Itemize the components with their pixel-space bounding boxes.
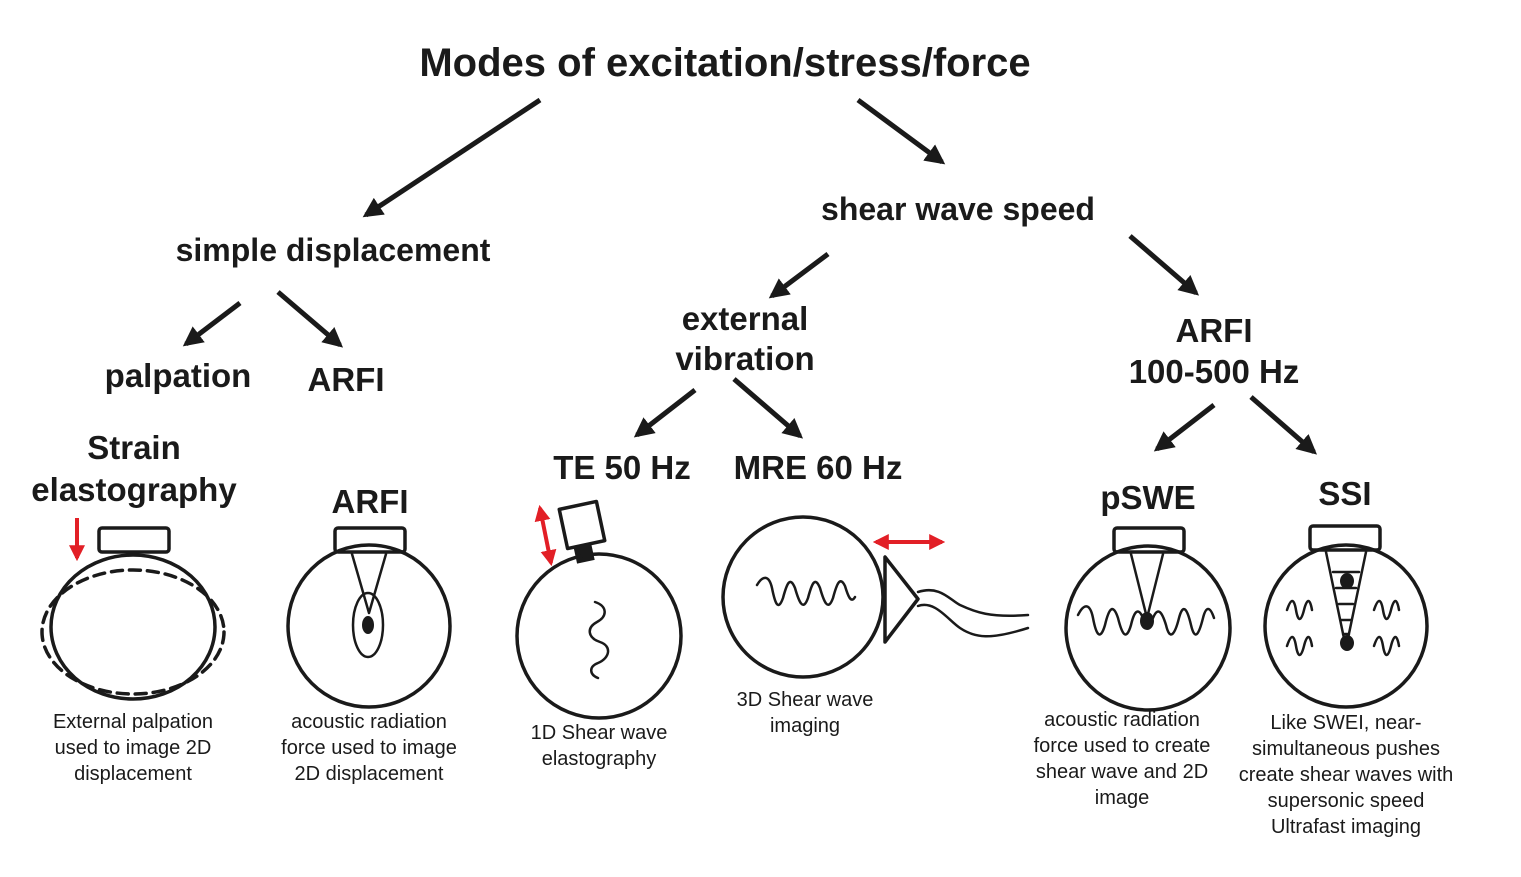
shear-wave-bottom-left xyxy=(1285,635,1314,657)
strain-caption: External palpation used to image 2D disp… xyxy=(53,711,213,785)
caption-line: used to image 2D xyxy=(55,737,212,759)
node-arfi-simple: ARFI xyxy=(308,361,385,398)
pswe-caption: acoustic radiation force used to create … xyxy=(1034,709,1211,809)
push-point-upper xyxy=(1340,573,1354,589)
mre-caption: 3D Shear wave imaging xyxy=(737,689,874,737)
caption-line: 3D Shear wave xyxy=(737,689,874,711)
diagram-title: Modes of excitation/stress/force xyxy=(419,41,1030,85)
node-ssi: SSI xyxy=(1318,475,1371,512)
node-external-vibration-line2: vibration xyxy=(675,340,814,377)
driver-tube xyxy=(916,589,1030,638)
arrow-to-arfi-speed xyxy=(1128,234,1200,296)
te-caption: 1D Shear wave elastography xyxy=(531,722,668,770)
caption-line: supersonic speed xyxy=(1268,790,1425,812)
caption-line: Ultrafast imaging xyxy=(1271,816,1421,838)
node-mre: MRE 60 Hz xyxy=(734,449,903,486)
shear-wave xyxy=(1076,605,1216,636)
caption-line: displacement xyxy=(74,763,192,785)
strain-heading-line2: elastography xyxy=(31,471,237,508)
caption-line: force used to image xyxy=(281,737,457,759)
shear-wave xyxy=(588,600,610,680)
node-shear-wave-speed: shear wave speed xyxy=(821,191,1095,227)
ssi-caption: Like SWEI, near- simultaneous pushes cre… xyxy=(1239,712,1454,838)
node-pswe: pSWE xyxy=(1100,479,1195,516)
tissue-outline xyxy=(515,552,683,720)
strain-heading-line1: Strain xyxy=(87,429,181,466)
caption-line: create shear waves with xyxy=(1239,764,1454,786)
arrow-to-external-vibration xyxy=(768,252,830,299)
strain-elastography-illustration xyxy=(40,518,226,701)
focus-point xyxy=(362,616,374,634)
tissue-outline xyxy=(286,543,452,709)
node-simple-displacement: simple displacement xyxy=(176,232,491,268)
caption-line: acoustic radiation xyxy=(1044,709,1200,731)
tissue-outline xyxy=(49,553,217,701)
arrow-to-pswe xyxy=(1153,403,1216,452)
caption-line: force used to create xyxy=(1034,735,1211,757)
displacement-region xyxy=(351,591,385,659)
caption-line: Like SWEI, near- xyxy=(1270,712,1421,734)
caption-line: imaging xyxy=(770,715,840,737)
arrow-to-palpation xyxy=(182,301,242,347)
node-arfi-speed-line1: ARFI xyxy=(1176,312,1253,349)
te-illustration xyxy=(515,499,683,720)
beam-focus xyxy=(1129,552,1165,620)
shear-wave-top-left xyxy=(1285,599,1314,621)
caption-line: elastography xyxy=(542,748,657,770)
node-arfi-speed-line2: 100-500 Hz xyxy=(1129,353,1300,390)
arfi-illustration xyxy=(286,526,452,709)
node-palpation: palpation xyxy=(105,357,252,394)
arrow-to-ssi xyxy=(1249,395,1318,455)
node-external-vibration-line1: external xyxy=(682,300,809,337)
transducer xyxy=(1112,526,1186,554)
supersonic-cone xyxy=(1324,550,1368,650)
shear-wave-bottom-right xyxy=(1372,635,1401,657)
vibration-arrow xyxy=(534,504,557,567)
caption-line: simultaneous pushes xyxy=(1252,738,1440,760)
transducer xyxy=(333,526,407,554)
shear-wave-top-right xyxy=(1372,599,1401,621)
transducer xyxy=(1308,524,1382,552)
caption-line: acoustic radiation xyxy=(291,711,447,733)
arrow-to-te xyxy=(633,388,697,438)
arfi-caption: acoustic radiation force used to image 2… xyxy=(281,711,457,785)
focus-point xyxy=(1140,612,1154,630)
caption-line: shear wave and 2D xyxy=(1036,761,1208,783)
beam-focus xyxy=(350,552,388,615)
pswe-illustration xyxy=(1064,526,1232,712)
node-te: TE 50 Hz xyxy=(553,449,691,486)
transducer xyxy=(97,526,171,554)
deformed-tissue-outline xyxy=(40,568,226,696)
caption-line: External palpation xyxy=(53,711,213,733)
ssi-illustration xyxy=(1263,524,1429,709)
mre-illustration xyxy=(721,515,1030,679)
arfi-panel-heading: ARFI xyxy=(332,483,409,520)
caption-line: 2D displacement xyxy=(295,763,444,785)
caption-line: image xyxy=(1095,787,1149,809)
caption-line: 1D Shear wave xyxy=(531,722,668,744)
tissue-outline xyxy=(1064,544,1232,712)
tissue-outline xyxy=(721,515,885,679)
driver xyxy=(883,555,920,644)
push-point-lower xyxy=(1340,635,1354,651)
shear-wave xyxy=(755,576,857,607)
probe-body xyxy=(557,499,607,551)
tissue-outline xyxy=(1263,543,1429,709)
arrow-to-arfi-simple xyxy=(276,290,344,348)
arrow-to-simple-displacement xyxy=(362,97,542,218)
arrow-to-shear-wave-speed xyxy=(856,97,946,165)
arrow-to-mre xyxy=(732,377,804,439)
